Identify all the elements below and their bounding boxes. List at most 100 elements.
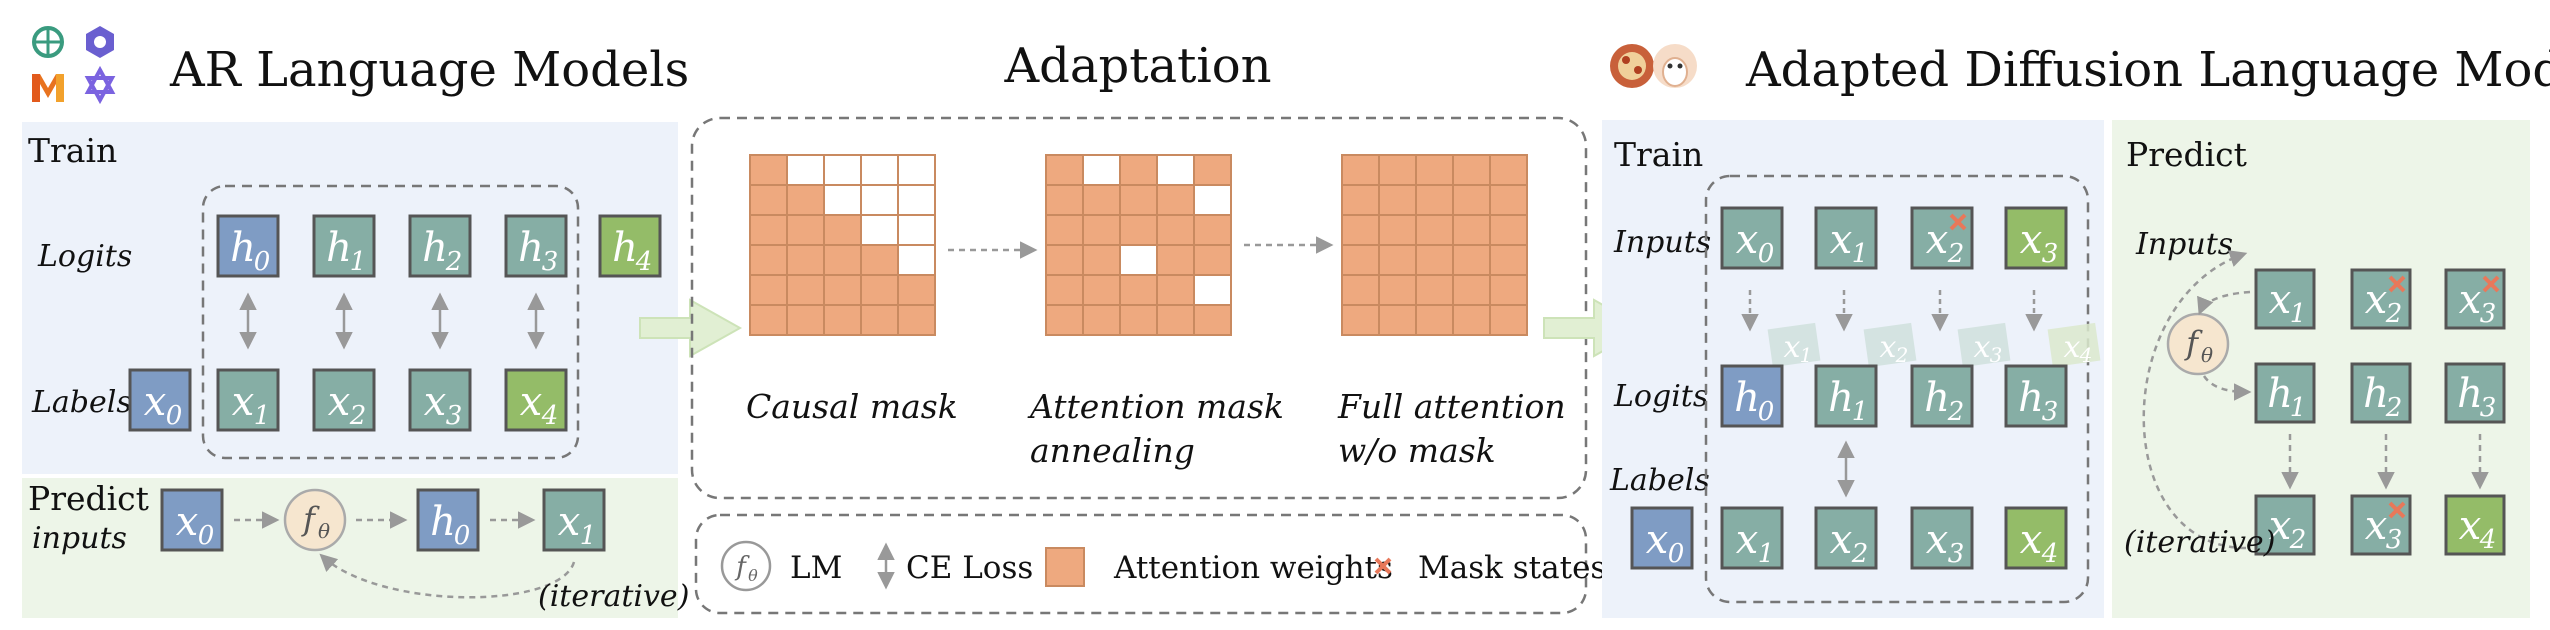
dlm-ghost-x3: x 3 [1957,322,2011,368]
ar-predict-label: Predict [28,479,149,518]
masked-cell [897,214,936,246]
svg-text:x: x [2365,503,2388,549]
svg-text:x: x [2020,517,2043,563]
attention-cell [1156,304,1195,336]
attention-cell [1341,154,1380,186]
ar-iterative-label: (iterative) [538,579,689,614]
attention-cell [1045,244,1084,276]
svg-text:x: x [2020,217,2043,263]
legend-lm-label: LM [790,550,842,586]
svg-text:x: x [1736,517,1759,563]
svg-text:h: h [430,499,456,545]
svg-text:x: x [2064,330,2081,365]
svg-text:0: 0 [454,521,471,551]
attention-cell [786,244,825,276]
attention-cell [1489,274,1528,306]
svg-text:h: h [326,225,352,271]
svg-text:2: 2 [1947,239,1965,269]
masked-cell [897,184,936,216]
attention-cell [897,304,936,336]
ar-logit-h2: h 2 [408,214,472,278]
attention-cell [786,184,825,216]
attention-cell [1341,214,1380,246]
masked-cell [897,244,936,276]
svg-text:x: x [558,499,581,545]
attention-cell [1489,214,1528,246]
svg-text:θ: θ [748,566,758,585]
attention-cell [749,214,788,246]
svg-text:4: 4 [2079,343,2093,367]
attention-cell [1193,214,1232,246]
dlm-label-x0: x 0 [1630,506,1694,570]
caption-full-line2: w/o mask [1338,431,1496,470]
title-adaptation: Adaptation [1003,38,1271,94]
attention-cell [1415,184,1454,216]
svg-text:h: h [2363,371,2389,417]
attention-cell [786,214,825,246]
dlm-label-x3: x 3 [1910,506,1974,570]
svg-text:0: 0 [1758,239,1775,269]
svg-text:0: 0 [166,401,183,431]
svg-text:x: x [1646,517,1669,563]
legend-ce-loss-label: CE Loss [906,550,1033,586]
attention-cell [1045,304,1084,336]
attention-cell [1341,184,1380,216]
attention-cell [1156,214,1195,246]
svg-text:3: 3 [1948,539,1965,569]
dlm-predict-output-x4: x 4 [2444,494,2506,556]
attention-cell [1378,274,1417,306]
dlm-predict-inputs-label: Inputs [2135,227,2233,262]
adaptation-panel [690,116,1588,500]
legend-mask-states-label: Mask states [1418,550,1606,586]
svg-text:1: 1 [2290,299,2307,329]
svg-text:1: 1 [580,521,597,551]
svg-text:h: h [2267,371,2293,417]
svg-text:1: 1 [2290,393,2307,423]
svg-text:x: x [1926,517,1949,563]
svg-text:h: h [612,225,638,271]
svg-text:4: 4 [635,247,653,277]
ar-logits-label: Logits [37,239,132,274]
attention-cell [1082,244,1121,276]
svg-text:1: 1 [1800,343,1813,367]
svg-text:x: x [2269,503,2292,549]
diffusion-logos-icon [1610,44,1697,88]
attention-cell [1452,304,1491,336]
ar-logit-h1: h 1 [312,214,376,278]
dlm-predict-output-x2: x 2 [2254,494,2316,556]
attention-cell [897,274,936,306]
attention-cell [749,244,788,276]
attention-cell [1452,184,1491,216]
svg-text:3: 3 [2042,397,2059,427]
masked-cell [1119,244,1158,276]
caption-annealing-line2: annealing [1030,431,1195,470]
svg-text:h: h [1828,375,1854,421]
masked-cell [1156,154,1195,186]
svg-text:x: x [520,379,543,425]
attention-cell [1452,154,1491,186]
dlm-input-x1: x 1 [1814,206,1878,270]
svg-text:3: 3 [2042,239,2059,269]
dlm-inputs-label: Inputs [1613,225,1711,260]
svg-text:x: x [424,379,447,425]
causal-mask-grid [749,154,936,336]
ar-label-x2: x 2 [312,368,376,432]
attention-cell [1489,304,1528,336]
attention-cell [1119,154,1158,186]
attention-cell [823,304,862,336]
ar-label-x0: x 0 [128,368,192,432]
svg-text:3: 3 [542,247,559,277]
ar-label-x3: x 3 [408,368,472,432]
dlm-predict-input-x2-masked: x 2 [2350,268,2412,330]
dlm-predict-output-x3-masked: x 3 [2350,494,2412,556]
ar-inputs-label: inputs [32,521,127,556]
svg-text:0: 0 [1668,539,1685,569]
svg-text:x: x [328,379,351,425]
legend-panel [694,513,1588,615]
title-ar-language-models: AR Language Models [169,42,689,98]
svg-text:3: 3 [2480,393,2497,423]
attention-cell [860,244,899,276]
svg-text:1: 1 [350,247,367,277]
ar-model-dashed-box [201,184,580,460]
svg-text:0: 0 [1758,397,1775,427]
